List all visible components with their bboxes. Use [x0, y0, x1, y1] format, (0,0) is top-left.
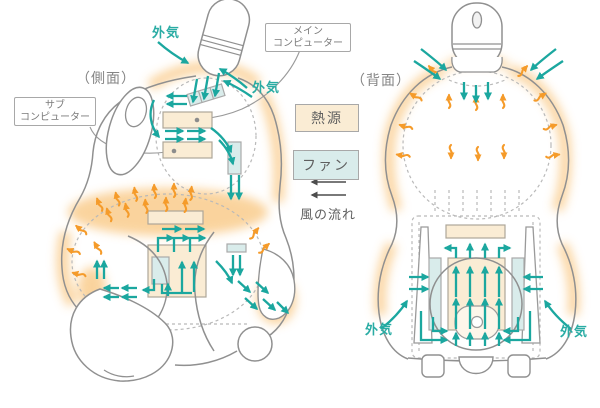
- legend-heat-source: 熱源: [295, 104, 359, 132]
- outside-air-label-back-left: 外気: [365, 322, 394, 337]
- outside-air-label-side-neck: 外気: [252, 80, 281, 95]
- ear: [105, 86, 155, 176]
- back-foot-left: [421, 354, 445, 378]
- outside-air-label-back-right: 外気: [560, 324, 589, 339]
- main-computer-callout: メイン コンピューター: [265, 23, 351, 52]
- back-view-outline: [377, 2, 577, 360]
- side-view-airflow-arrows: [93, 41, 290, 315]
- legend-airflow-label: 風の流れ: [299, 207, 356, 222]
- wheel: [237, 326, 273, 362]
- tail: [458, 356, 494, 374]
- horn-side: [197, 0, 251, 77]
- sub-computer-callout: サブ コンピューター: [14, 97, 96, 126]
- legend-flow-arrows: [310, 178, 346, 199]
- back-view-caption: （背面）: [351, 72, 411, 88]
- sub-computer-line2: コンピューター: [20, 111, 90, 123]
- main-computer-line1: メイン: [293, 25, 323, 37]
- side-view-caption: （側面）: [76, 70, 136, 86]
- sub-computer-line1: サブ: [45, 99, 65, 111]
- outside-air-label-side-top: 外気: [152, 25, 181, 40]
- back-foot-right: [507, 354, 531, 378]
- foot: [69, 288, 174, 382]
- back-view-airflow-arrows: [380, 48, 572, 346]
- side-view-outline: [60, 0, 296, 382]
- legend-fan: ファン: [293, 150, 359, 180]
- main-computer-line2: コンピューター: [273, 37, 343, 49]
- fan-outlet-duct-line: [160, 284, 192, 295]
- wheel-housing: [429, 257, 523, 351]
- connector-dots: [171, 117, 200, 154]
- horn-back: [451, 2, 503, 73]
- arm: [257, 248, 296, 320]
